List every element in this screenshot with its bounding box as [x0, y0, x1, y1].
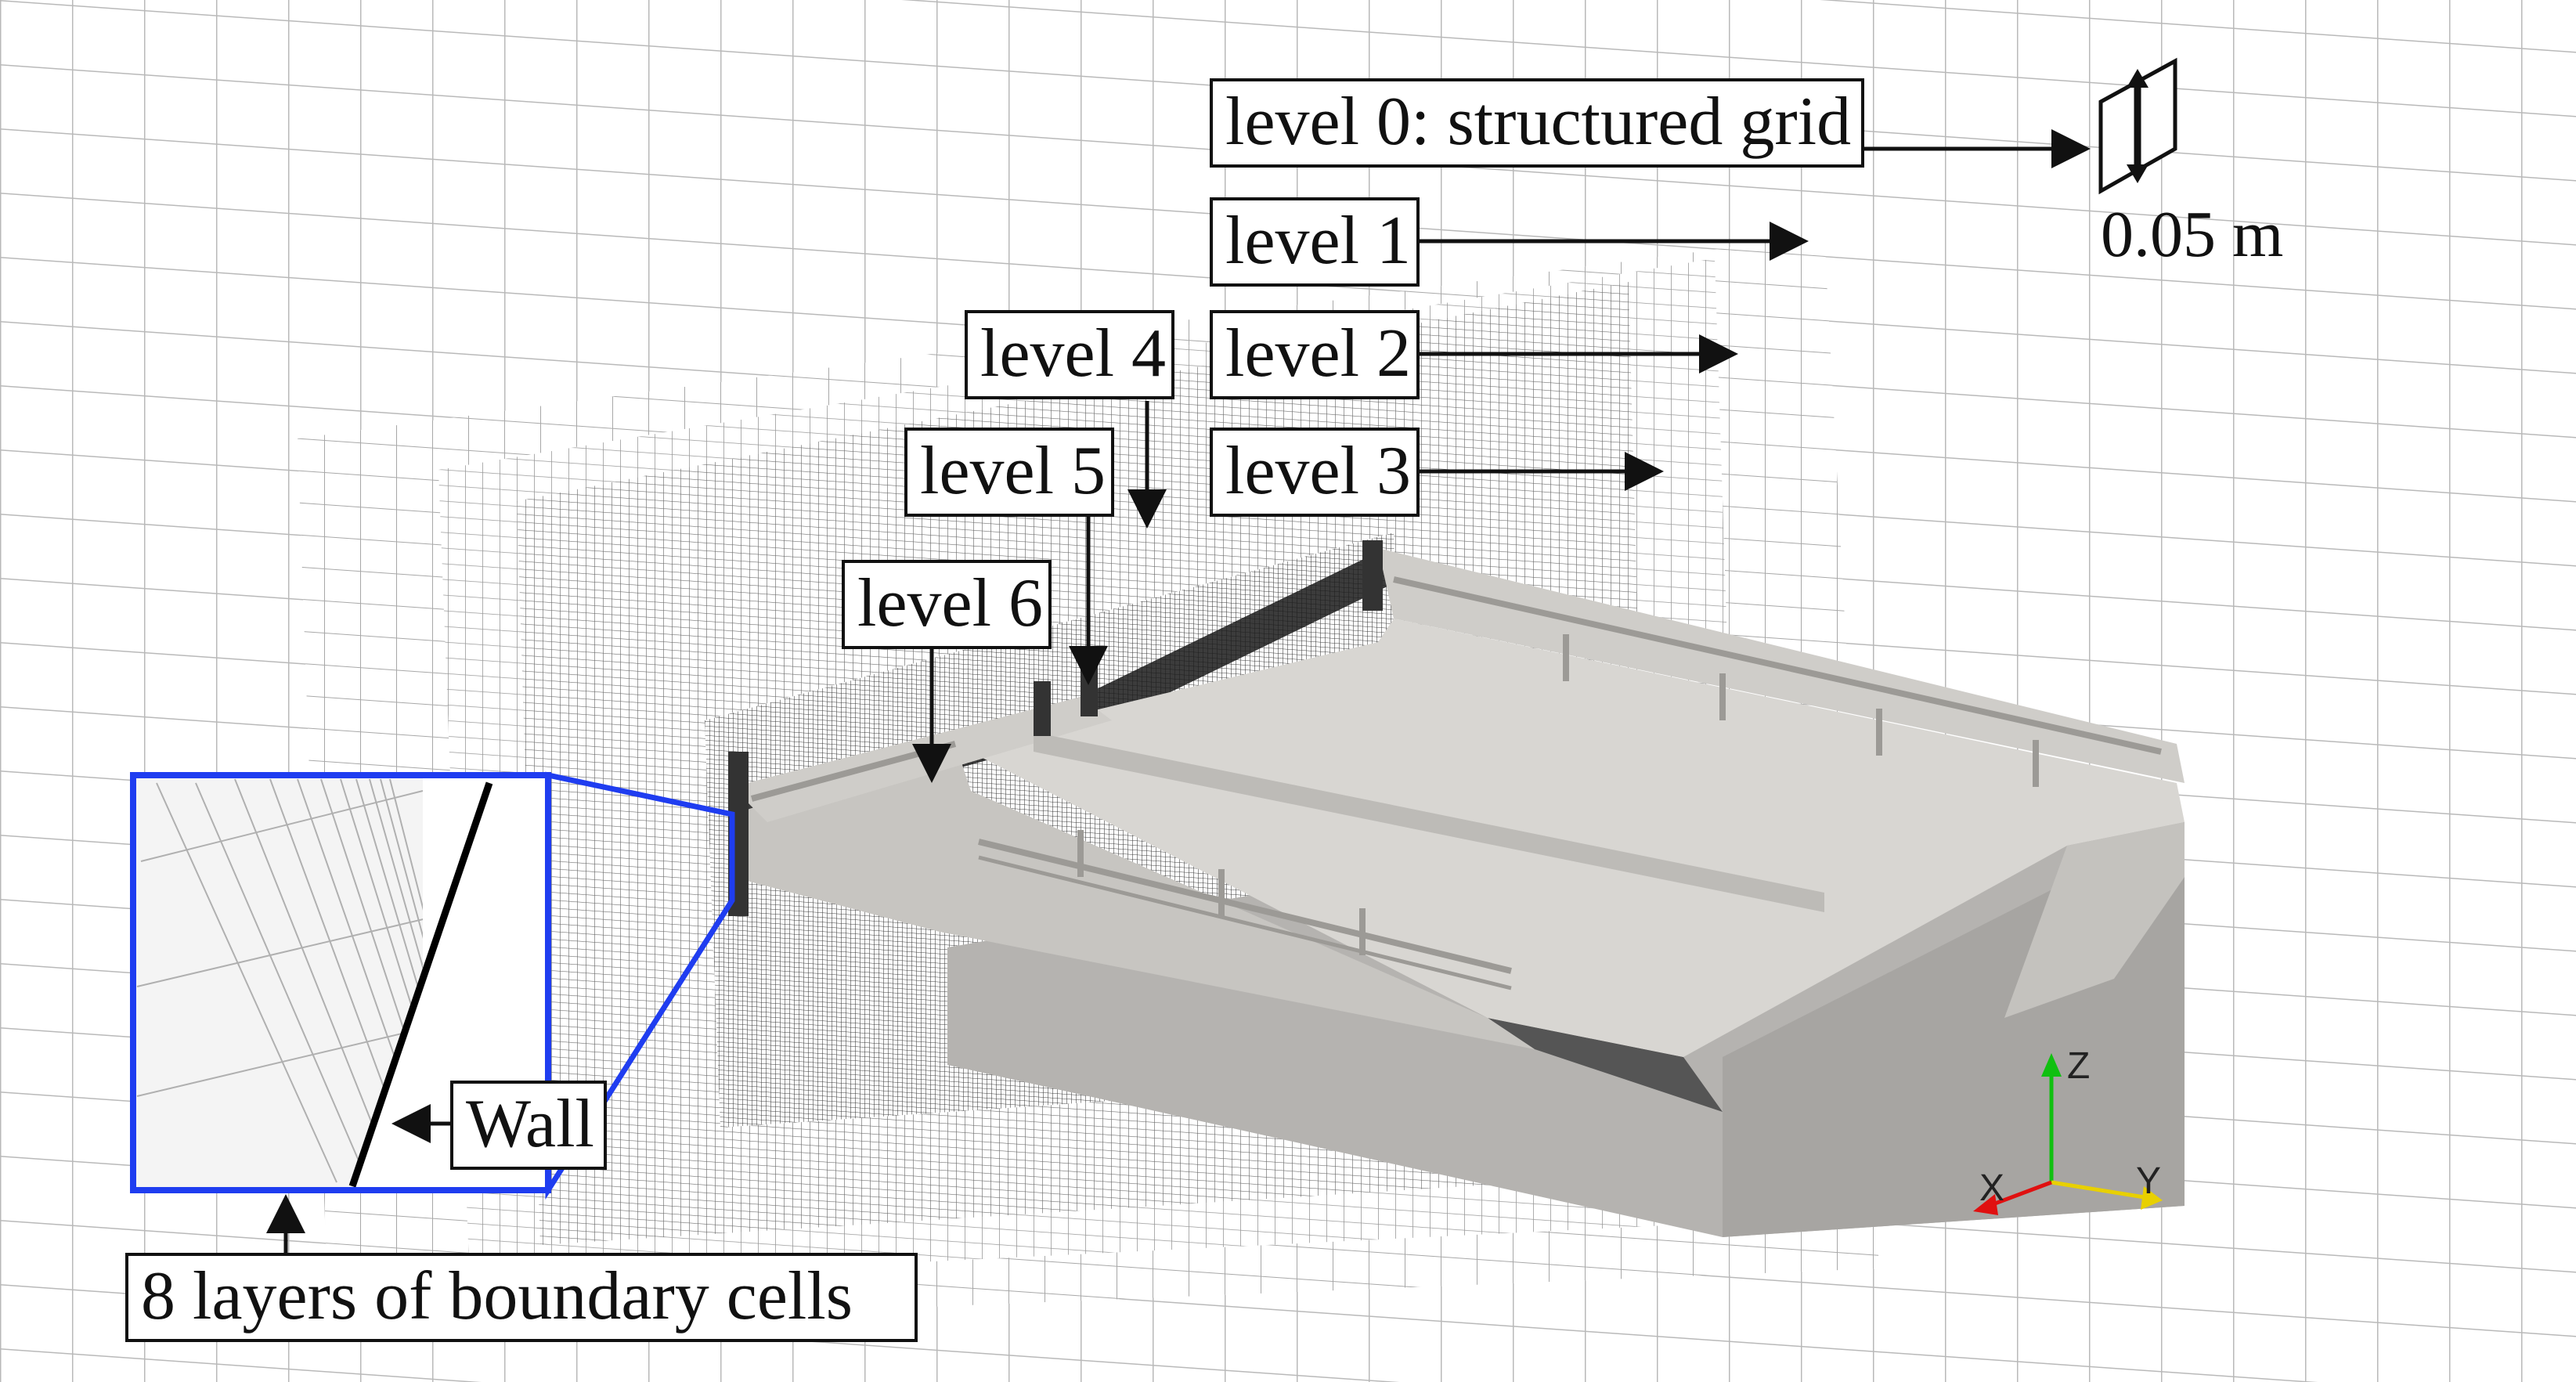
callout-arrows: [266, 129, 2091, 1253]
axis-label-y: Y: [2136, 1160, 2162, 1202]
label-level-0: level 0: structured grid: [1210, 78, 1864, 168]
label-level-3: level 3: [1210, 428, 1420, 517]
label-level-2: level 2: [1210, 310, 1420, 399]
label-level-5: level 5: [904, 428, 1114, 517]
label-level-4: level 4: [965, 310, 1174, 399]
label-scale: 0.05 m: [2101, 198, 2284, 271]
scale-cell: [2098, 57, 2177, 195]
label-level-6: level 6: [842, 560, 1052, 649]
axis-label-x: X: [1979, 1167, 2005, 1209]
label-boundary-cells: 8 layers of boundary cells: [125, 1253, 918, 1342]
label-level-1: level 1: [1210, 197, 1420, 287]
axis-label-z: Z: [2067, 1045, 2091, 1087]
axes-triad: [1973, 1053, 2163, 1215]
bridge-deck-model: [728, 540, 2185, 1237]
label-wall: Wall: [450, 1081, 607, 1170]
